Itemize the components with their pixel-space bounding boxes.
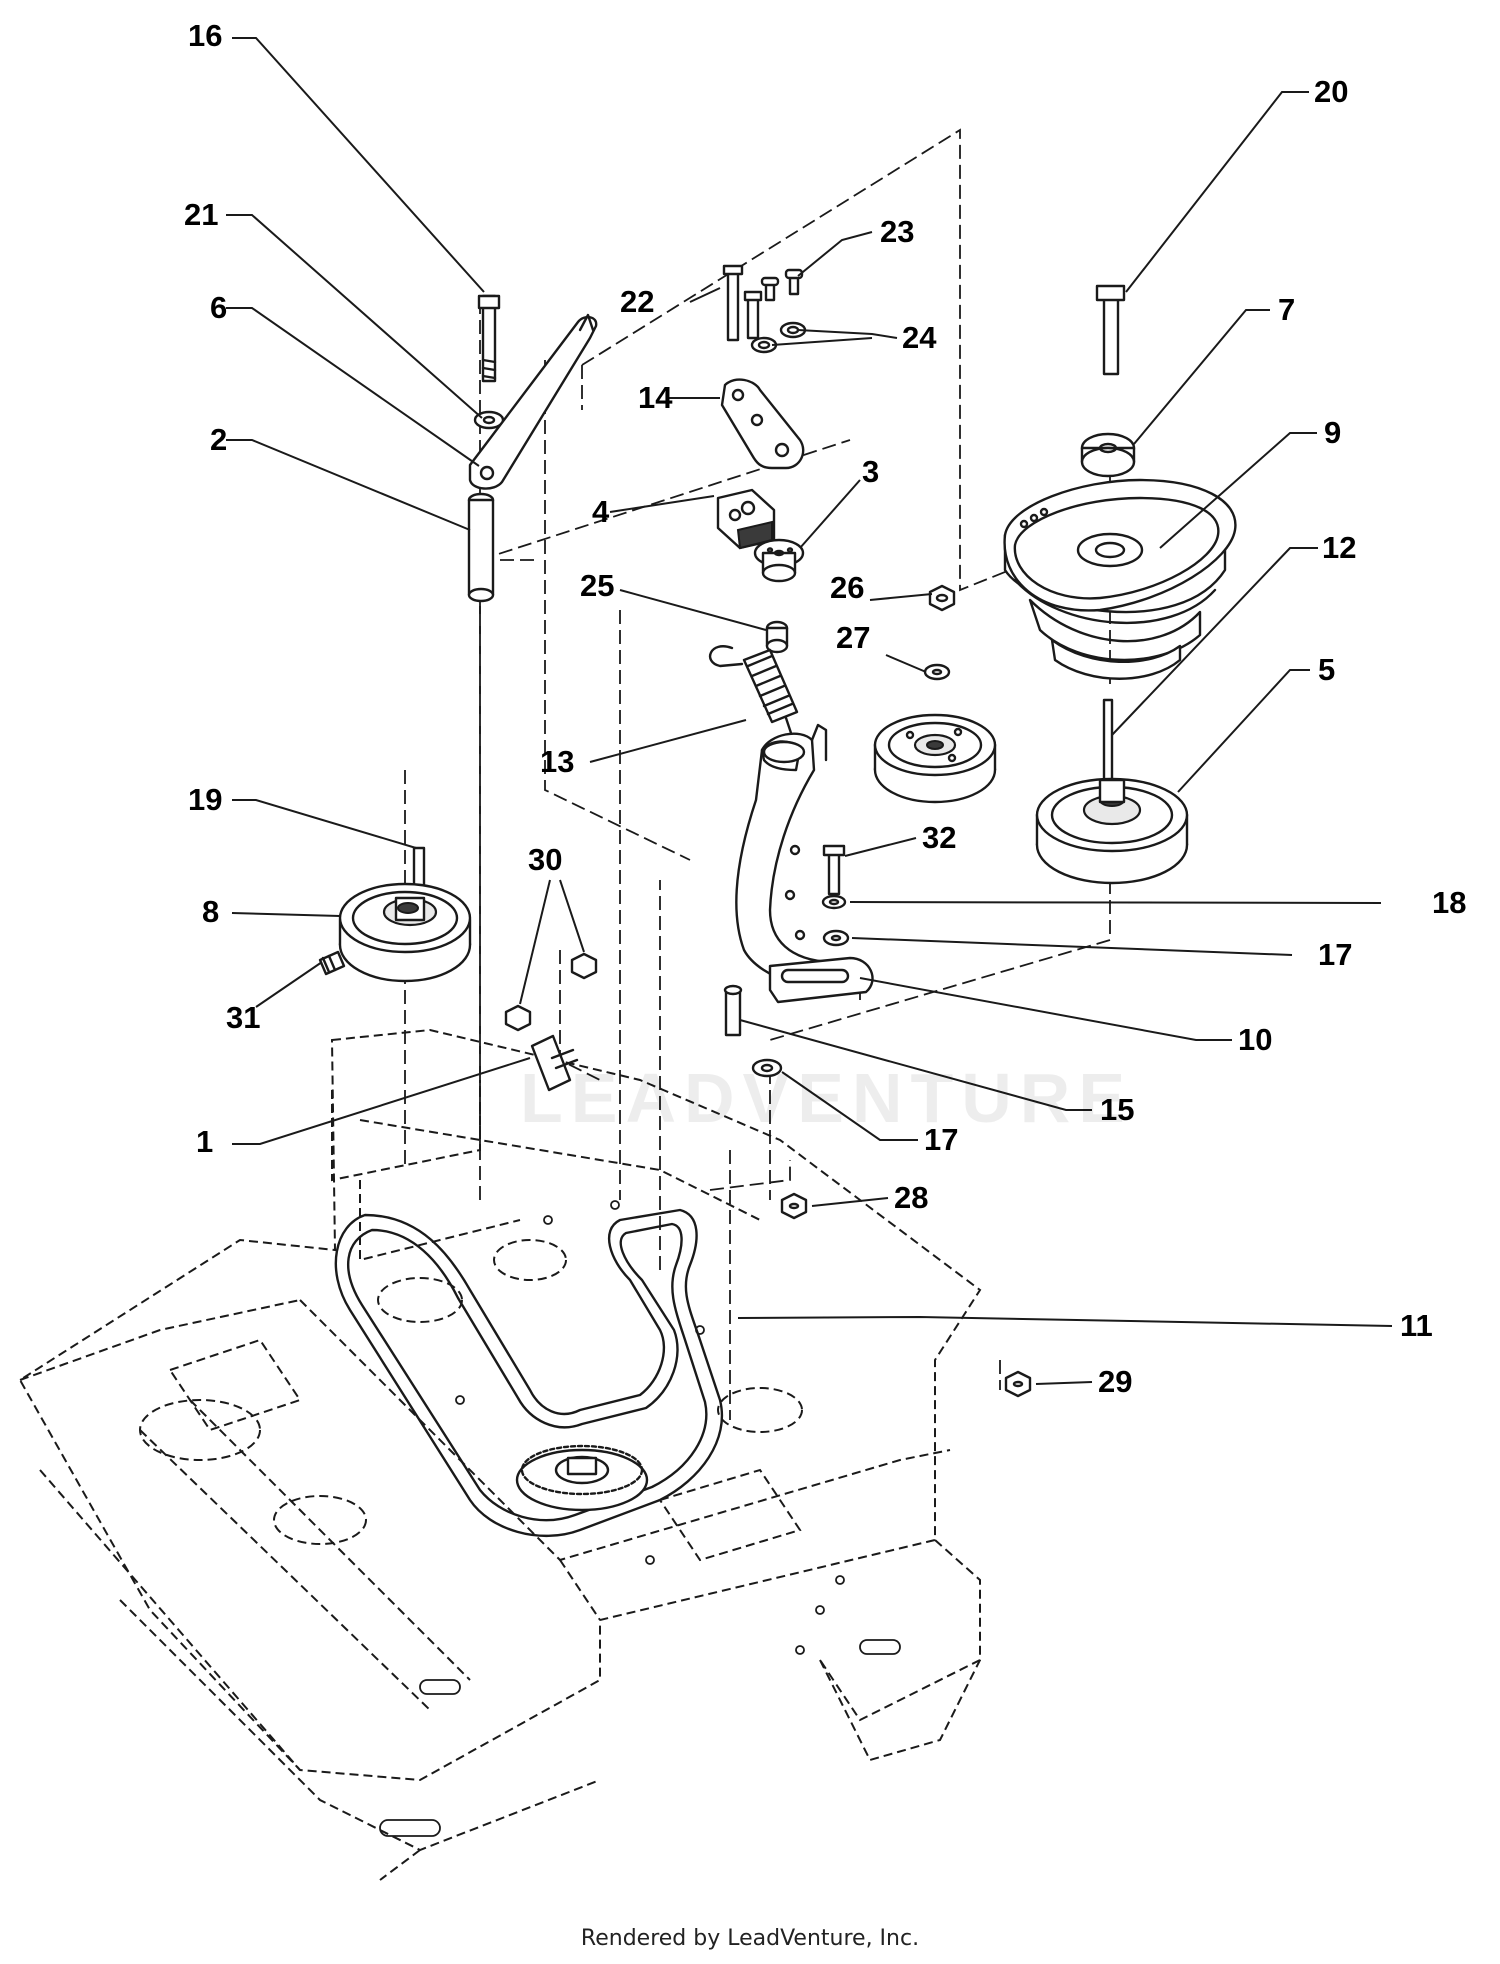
assembly-center-lines: [404, 128, 1111, 1420]
drive-belt: [334, 1208, 724, 1538]
callout-21: 21: [184, 197, 218, 232]
transmission-pulley: [318, 846, 472, 983]
callout-1: 1: [196, 1124, 213, 1159]
callout-8: 8: [202, 894, 219, 929]
callout-13: 13: [540, 744, 574, 779]
callout-27: 27: [836, 620, 870, 655]
callout-11: 11: [1400, 1308, 1433, 1343]
adjustment-rod: [504, 952, 1032, 1398]
callout-12: 12: [1322, 530, 1356, 565]
idler-pulley-assembly: [873, 584, 997, 804]
callout-26: 26: [830, 570, 864, 605]
callout-29: 29: [1098, 1364, 1132, 1399]
callout-31: 31: [226, 1000, 260, 1035]
callout-16: 16: [188, 18, 222, 53]
callout-15: 15: [1100, 1092, 1134, 1127]
callout-9: 9: [1324, 415, 1341, 450]
callout-19: 19: [188, 782, 222, 817]
mower-frame: [18, 1028, 982, 1881]
deck-drive-pulley: [515, 1444, 649, 1512]
callout-18: 18: [1432, 885, 1466, 920]
callout-17-lower: 17: [924, 1122, 958, 1157]
callout-4: 4: [592, 494, 610, 529]
callout-10: 10: [1238, 1022, 1272, 1057]
idler-arm: [723, 723, 874, 1078]
callout-25: 25: [580, 568, 614, 603]
watermark-text: LEADVENTURE: [520, 1059, 1134, 1137]
callout-14: 14: [638, 380, 673, 415]
callout-labels: 1 2 3 4 5 6 7 8 9 10 11 12 13 14 15 16 1…: [184, 18, 1466, 1399]
callout-32: 32: [922, 820, 956, 855]
callout-20: 20: [1314, 74, 1348, 109]
callout-6: 6: [210, 290, 227, 325]
callout-24: 24: [902, 320, 937, 355]
callout-23: 23: [880, 214, 914, 249]
footer-credit: Rendered by LeadVenture, Inc.: [580, 1926, 920, 1951]
callout-22: 22: [620, 284, 654, 319]
callout-28: 28: [894, 1180, 928, 1215]
callout-17-upper: 17: [1318, 937, 1352, 972]
engine-pulley-stack: [1003, 284, 1237, 885]
callout-2: 2: [210, 422, 227, 457]
idler-arm-stack: [467, 294, 598, 603]
callout-7: 7: [1278, 292, 1295, 327]
idler-bracket-stack: [716, 264, 807, 654]
callout-30: 30: [528, 842, 562, 877]
callout-3: 3: [862, 454, 879, 489]
callout-leaders: [226, 37, 1393, 1385]
callout-5: 5: [1318, 652, 1335, 687]
